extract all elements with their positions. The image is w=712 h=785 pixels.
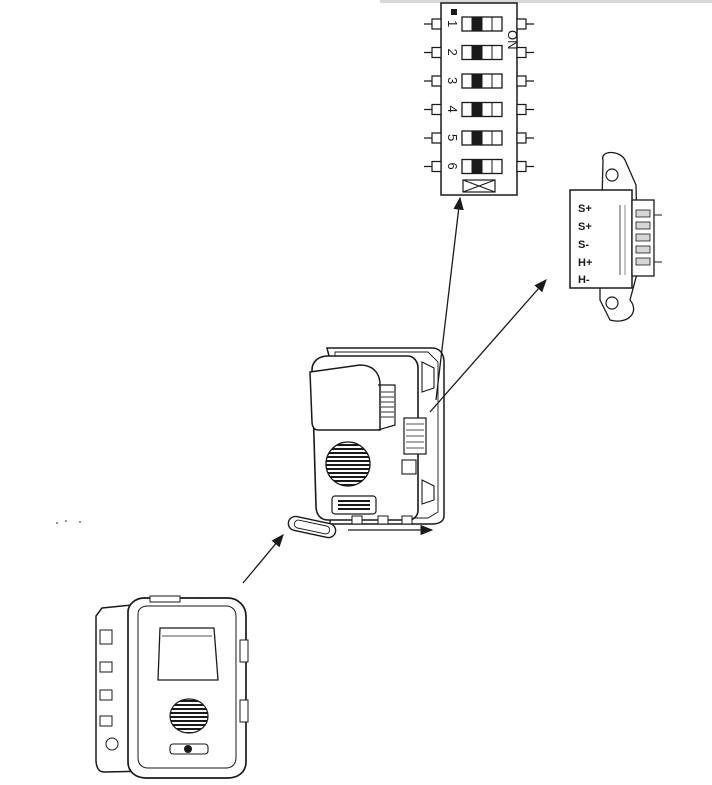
dip-switch-row: 4: [424, 101, 534, 118]
dip-switch-row: 3: [424, 73, 534, 89]
terminal-label-4: H+: [578, 257, 592, 269]
dip-position-label: 2: [445, 49, 460, 56]
arrow-to-terminal-block: [429, 279, 547, 413]
terminal-label-5: H-: [578, 274, 590, 286]
dip-switch-icon: ON 1 2 3 4 5 6: [424, 2, 534, 196]
dip-position-label: 5: [445, 134, 460, 141]
dip-on-label: ON: [505, 30, 520, 50]
dip-switch-row: 1: [424, 16, 534, 32]
dip-position-label: 3: [445, 77, 460, 84]
arrow-to-dip-switch: [435, 196, 464, 401]
intercom-module-icon: [309, 347, 445, 525]
terminal-label-2: S+: [578, 221, 592, 233]
assembled-unit-icon: [95, 595, 249, 779]
stray-marks: [56, 520, 81, 524]
dip-position-label: 6: [445, 163, 460, 170]
terminal-block-body: [569, 189, 633, 289]
dip-position-label: 4: [445, 106, 460, 113]
arrow-assembly-step: [242, 534, 284, 584]
dip-switch-row: 2: [424, 44, 534, 61]
terminal-label-3: S-: [578, 239, 589, 251]
plug-cover-icon: [287, 515, 337, 539]
terminal-connector-icon: S+ S+ S- H+ H-: [569, 151, 662, 322]
top-edge-strip: [380, 0, 712, 3]
dip-switch-row: 6: [424, 158, 534, 175]
dip-position-label: 1: [445, 20, 460, 27]
terminal-label-1: S+: [578, 203, 592, 215]
dip-switch-row: 5: [424, 130, 534, 146]
dip-pin1-marker: [451, 9, 457, 15]
